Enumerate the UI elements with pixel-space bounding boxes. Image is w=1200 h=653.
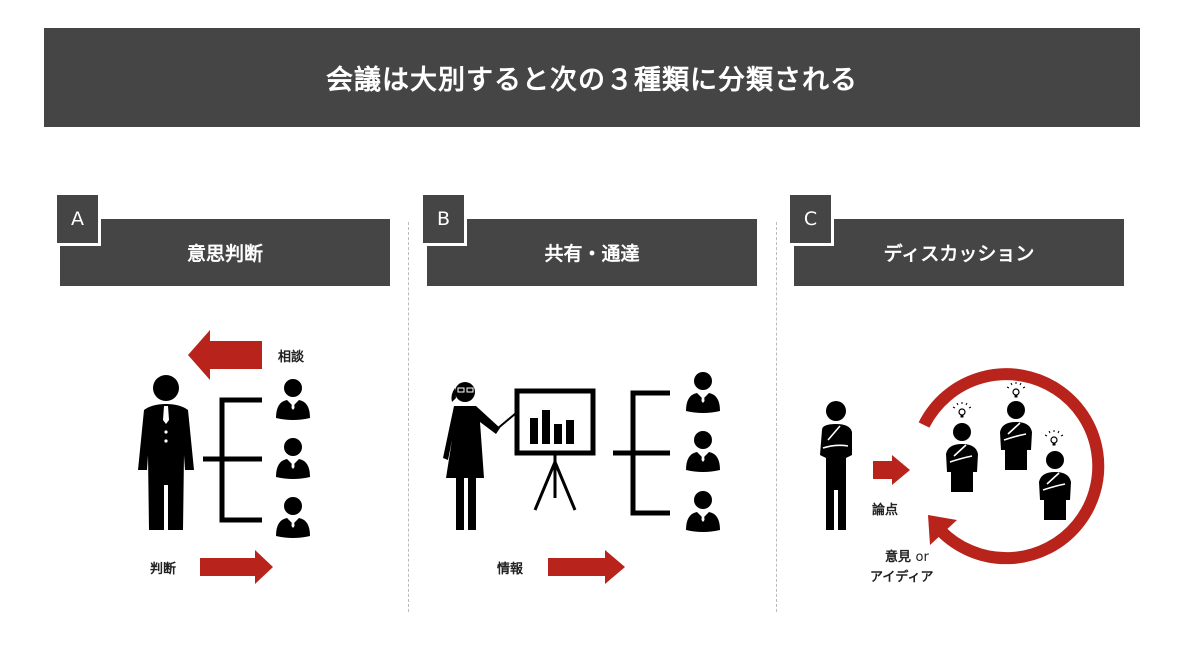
left-arrow-icon <box>188 330 262 380</box>
divider <box>408 222 409 612</box>
page-title: 会議は大別すると次の３種類に分類される <box>44 28 1140 127</box>
bracket-icon <box>203 397 262 523</box>
person-icon <box>276 438 310 479</box>
lightbulb-icon <box>952 401 972 419</box>
issue-label: 論点 <box>872 503 899 518</box>
bracket-icon <box>613 390 670 516</box>
easel-chart-icon <box>514 388 596 511</box>
or-text: or <box>915 550 929 565</box>
decision-label: 判断 <box>150 562 177 577</box>
cycle-arrow-icon <box>918 368 1105 565</box>
lightbulb-icon <box>1044 429 1064 447</box>
panel-b-heading: 共有・通達 <box>427 219 757 286</box>
divider <box>776 222 777 612</box>
right-arrow-icon <box>200 550 273 584</box>
panel-c-heading: ディスカッション <box>794 219 1124 286</box>
boss-figure-icon <box>138 375 194 530</box>
consult-label: 相談 <box>278 350 305 365</box>
right-arrow-icon <box>873 455 910 485</box>
person-icon <box>276 497 310 538</box>
panel-c-badge: C <box>790 195 834 246</box>
facilitator-icon <box>820 401 852 530</box>
person-icon <box>686 431 720 472</box>
lightbulb-icon <box>1006 381 1026 399</box>
info-label: 情報 <box>497 562 524 577</box>
right-arrow-icon <box>548 550 625 584</box>
opinion-label: 意見 or <box>885 546 929 565</box>
panel-b-badge: B <box>423 195 467 246</box>
person-icon <box>276 379 310 420</box>
panel-a-heading: 意思判断 <box>60 219 390 286</box>
person-icon <box>686 372 720 413</box>
presenter-icon <box>443 382 523 530</box>
thinking-person-icon <box>999 400 1033 471</box>
person-icon <box>686 491 720 532</box>
thinking-person-icon <box>1038 450 1072 521</box>
panel-a-badge: A <box>57 195 101 246</box>
cycle-arrowhead-icon <box>928 515 957 545</box>
opinion-text: 意見 <box>885 550 912 565</box>
thinking-person-icon <box>945 422 979 493</box>
idea-label: アイディア <box>870 570 934 585</box>
